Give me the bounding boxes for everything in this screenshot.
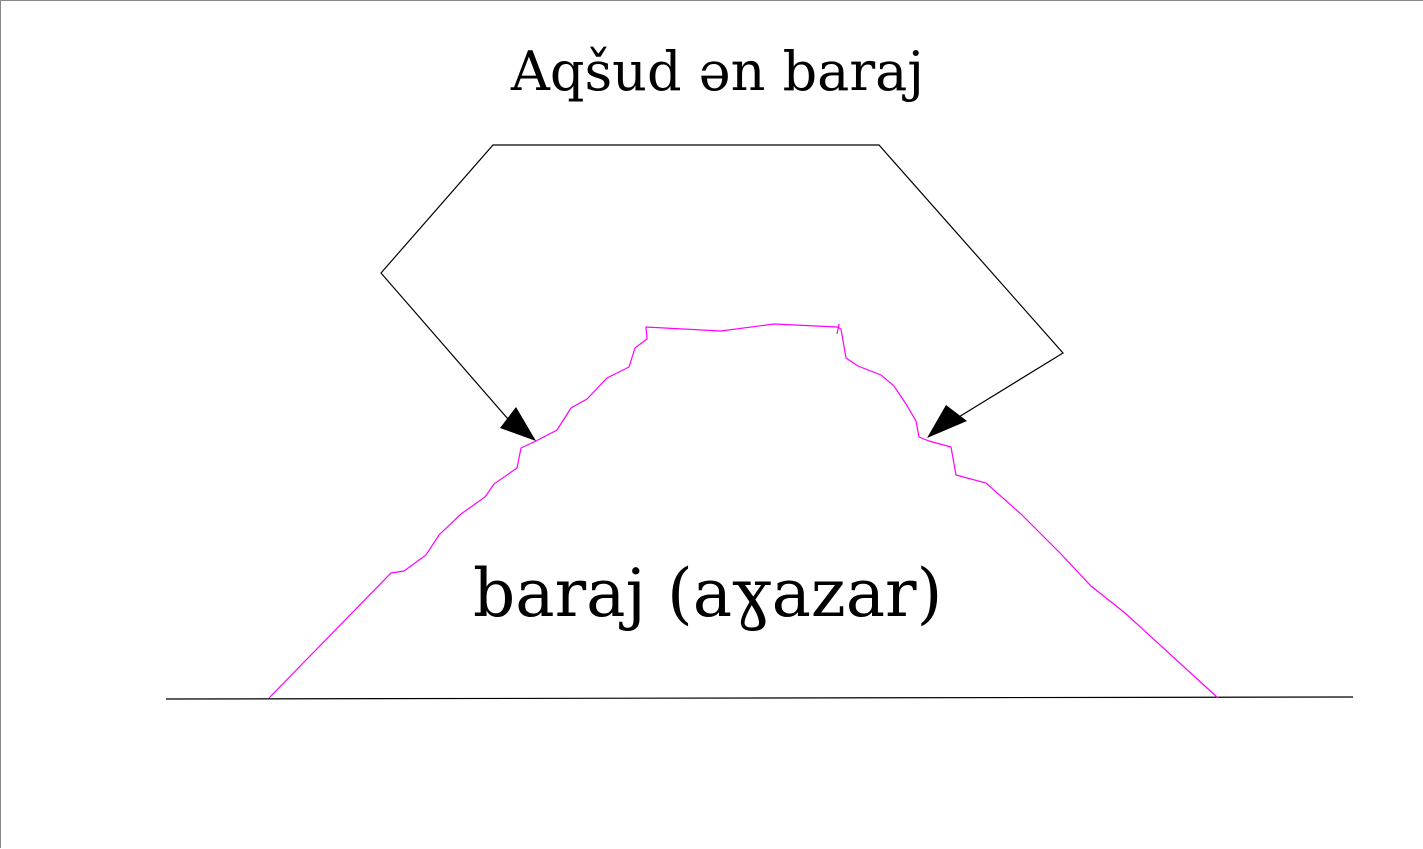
dam-profile-outline <box>268 323 1219 699</box>
left-arrowhead <box>500 407 536 441</box>
top-label: Aqšud ən baraj <box>510 40 925 103</box>
dam-profile-tick <box>836 323 840 335</box>
pointer-outline <box>380 144 1064 435</box>
ground-line <box>165 696 1354 700</box>
dam-label: baraj (aɣazar) <box>473 555 943 632</box>
right-arrowhead <box>927 405 967 438</box>
